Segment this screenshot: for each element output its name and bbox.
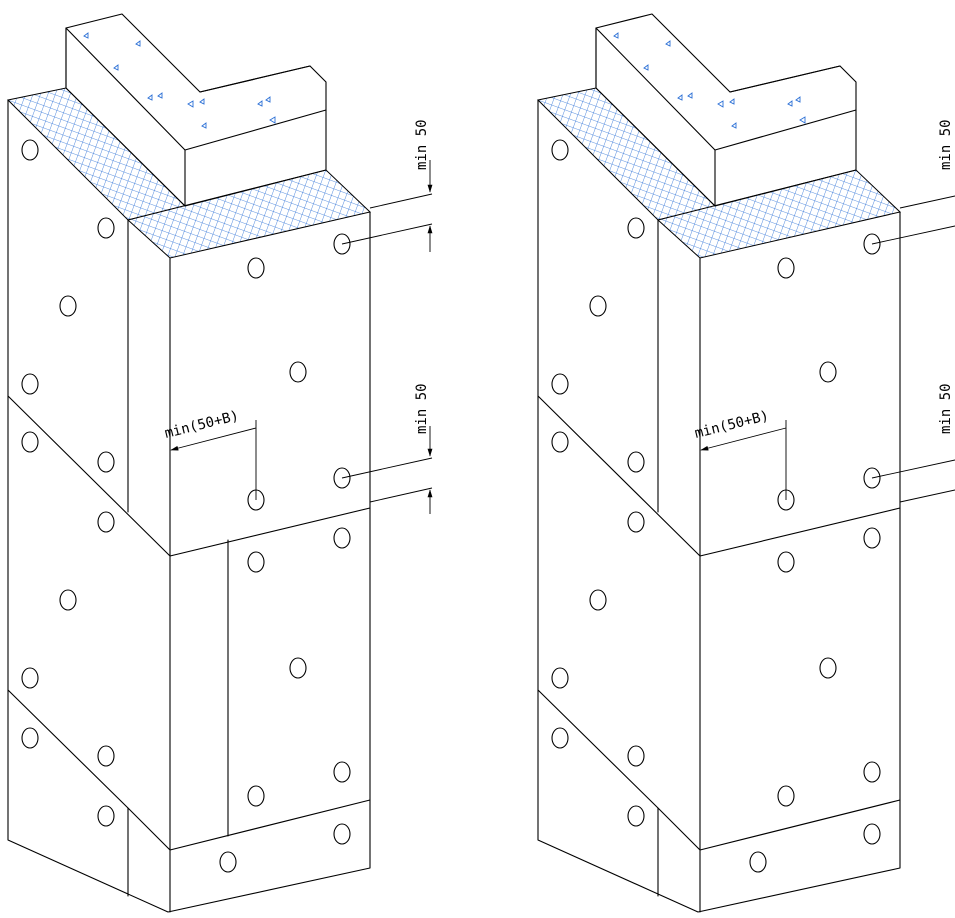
- dim-label-joint: min 50: [414, 383, 430, 434]
- concrete-beam: [595, 13, 857, 207]
- dimensions-left: [170, 160, 433, 514]
- column-outline-left: [7, 99, 371, 913]
- column-view-left: min 50 min 50 min(50+B): [6, 13, 433, 913]
- concrete-beam: [65, 13, 327, 207]
- bolt-holes-right: [551, 139, 881, 873]
- column-view-right: min 50 min 50 min(50+B): [536, 13, 955, 913]
- dim-label-top: min 50: [938, 119, 954, 170]
- concrete-aggregate-marks: [613, 32, 806, 129]
- column-outline-right: [537, 99, 901, 913]
- dimensions-right: [700, 195, 955, 503]
- dim-label-top: min 50: [414, 119, 430, 170]
- concrete-aggregate-marks: [83, 32, 276, 129]
- dim-label-side: min(50+B): [693, 408, 770, 442]
- bolt-holes-left: [21, 139, 351, 873]
- dim-label-joint: min 50: [938, 383, 954, 434]
- dim-label-side: min(50+B): [163, 408, 240, 442]
